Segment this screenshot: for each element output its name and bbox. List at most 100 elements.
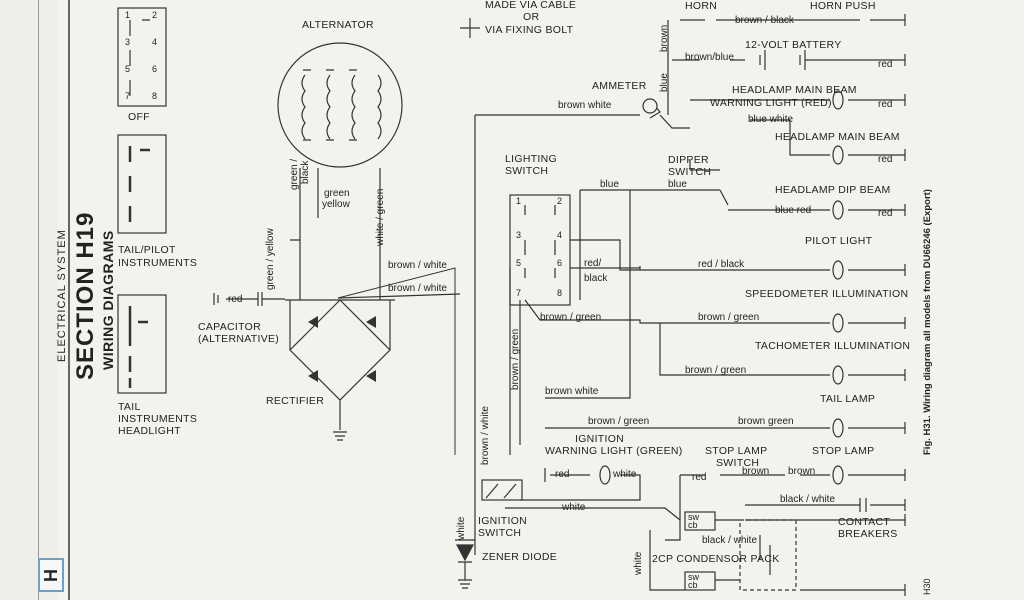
headlamp-dip-label: HEADLAMP DIP BEAM — [775, 184, 891, 196]
ls-t1: 1 — [516, 196, 521, 206]
wire-red-capacitor: red — [228, 294, 242, 305]
horn-push-label: HORN PUSH — [810, 0, 876, 12]
ignition-warning-bulb — [599, 465, 611, 485]
wire-brown-green-switch: brown / green — [540, 312, 601, 323]
wire-red-main: red — [878, 154, 892, 165]
ignition-warning-label: IGNITION — [575, 433, 624, 445]
wire-black-white: black / white — [780, 494, 835, 505]
cb-tag-lower: cb — [688, 580, 698, 590]
wire-brown-green-tail: brown / green — [588, 416, 649, 427]
wire-red-stop: red — [692, 472, 706, 483]
tacho-bulb — [832, 365, 844, 385]
speedo-bulb — [832, 313, 844, 333]
ammeter-label: AMMETER — [592, 80, 647, 92]
wire-brown-green-tail-2: brown green — [738, 416, 794, 427]
wire-brown-white-v: brown / white — [480, 406, 491, 465]
cable-note-2: OR — [523, 11, 539, 23]
main-beam-warning-label-2: WARNING LIGHT (RED) — [710, 97, 832, 109]
pilot-light-label: PILOT LIGHT — [805, 235, 873, 247]
switch-position-headlight — [117, 294, 167, 394]
dipper-label: DIPPER — [668, 154, 709, 166]
wire-brown-white-ammeter: brown white — [558, 100, 612, 111]
warning-lamp-bulb — [832, 90, 844, 110]
sw-tag-upper: sw — [688, 512, 700, 522]
ls-t3: 3 — [516, 230, 521, 240]
cable-note-1: MADE VIA CABLE — [485, 0, 576, 11]
ls-t2: 2 — [557, 196, 562, 206]
sw-off-t6: 6 — [152, 64, 157, 74]
sw-off-t4: 4 — [152, 37, 157, 47]
speedo-label: SPEEDOMETER ILLUMINATION — [745, 288, 908, 300]
wire-red-ignition: red — [555, 469, 569, 480]
stop-bulb — [832, 465, 844, 485]
wire-brown-white-tail: brown white — [545, 386, 599, 397]
alternator-circle — [277, 42, 403, 168]
cb-tag-upper: cb — [688, 520, 698, 530]
switch-tail-label: TAIL — [118, 401, 141, 413]
switch-position-off — [117, 7, 167, 107]
tail-bulb — [832, 418, 844, 438]
battery-label: 12-VOLT BATTERY — [745, 39, 842, 51]
wire-blue-white: blue white — [748, 114, 793, 125]
lighting-switch-block — [509, 194, 571, 306]
ls-t4: 4 — [557, 230, 562, 240]
wire-brown-white-mid: brown / white — [388, 283, 447, 294]
wire-brown-stop-2: brown — [788, 466, 815, 477]
ls-t7: 7 — [516, 288, 521, 298]
wire-red-black-split: red/ — [584, 258, 601, 269]
switch-tail-pilot-label: TAIL/PILOT — [118, 244, 176, 256]
ignition-warning-label-2: WARNING LIGHT (GREEN) — [545, 445, 683, 457]
switch-tail-pilot-label-2: INSTRUMENTS — [118, 257, 197, 269]
wire-green-yellow-2: yellow — [322, 199, 351, 210]
wire-brown-stop: brown — [742, 466, 769, 477]
lighting-switch-label-2: SWITCH — [505, 165, 548, 177]
dipper-label-2: SWITCH — [668, 166, 711, 178]
wire-blue-red: blue red — [775, 205, 811, 216]
page-binding-rule — [68, 0, 70, 600]
wire-green-yellow: green — [324, 188, 350, 199]
wire-red-dip: red — [878, 208, 892, 219]
wire-white-v: white — [456, 516, 467, 541]
wire-brown-green-speedo: brown / green — [698, 312, 759, 323]
wire-brown-white-top: brown / white — [388, 260, 447, 271]
page-margin-rule — [38, 0, 39, 600]
sw-off-t1: 1 — [125, 10, 130, 20]
contact-label: CONTACT — [838, 516, 890, 528]
headlamp-main-label: HEADLAMP MAIN BEAM — [775, 131, 900, 143]
wire-red-warning: red — [878, 99, 892, 110]
lamp-group — [599, 90, 844, 485]
wire-white-ignition: white — [612, 469, 637, 480]
alternator-label: ALTERNATOR — [302, 19, 374, 31]
sw-off-t3: 3 — [125, 37, 130, 47]
wire-blue-v: blue — [659, 73, 670, 92]
horn-label: HORN — [685, 0, 717, 12]
condensor-label: 2CP CONDENSOR PACK — [652, 553, 780, 565]
ignition-switch-label-2: SWITCH — [478, 527, 521, 539]
sw-off-t8: 8 — [152, 91, 157, 101]
wire-white-lower: white — [561, 502, 586, 513]
switch-position-tail-pilot — [117, 134, 167, 234]
sw-off-t7: 7 — [125, 91, 130, 101]
wire-red-battery: red — [878, 59, 892, 70]
wire-white-v-2: white — [633, 551, 644, 576]
sw-off-t2: 2 — [152, 10, 157, 20]
switch-off-label: OFF — [128, 111, 150, 123]
wire-brown-black: brown / black — [735, 15, 795, 26]
diode-symbols — [308, 316, 376, 382]
wire-blue-lighting: blue — [600, 179, 619, 190]
wire-green-yellow-v: green / yellow — [265, 228, 276, 290]
wire-green-black: green / — [289, 159, 300, 190]
contact-label-2: BREAKERS — [838, 528, 898, 540]
wire-red-black: red / black — [698, 259, 745, 270]
sw-off-t5: 5 — [125, 64, 130, 74]
switch-tail-label-2: INSTRUMENTS — [118, 413, 197, 425]
switch-tail-label-3: HEADLIGHT — [118, 425, 181, 437]
tail-lamp-label: TAIL LAMP — [820, 393, 875, 405]
wire-green-black-2: black — [300, 160, 311, 184]
wire-red-black-split-2: black — [584, 273, 608, 284]
rectifier-bridge — [289, 299, 391, 401]
capacitor-label: CAPACITOR — [198, 321, 261, 333]
ammeter-symbol — [642, 98, 658, 114]
ignition-switch-block — [481, 479, 523, 501]
